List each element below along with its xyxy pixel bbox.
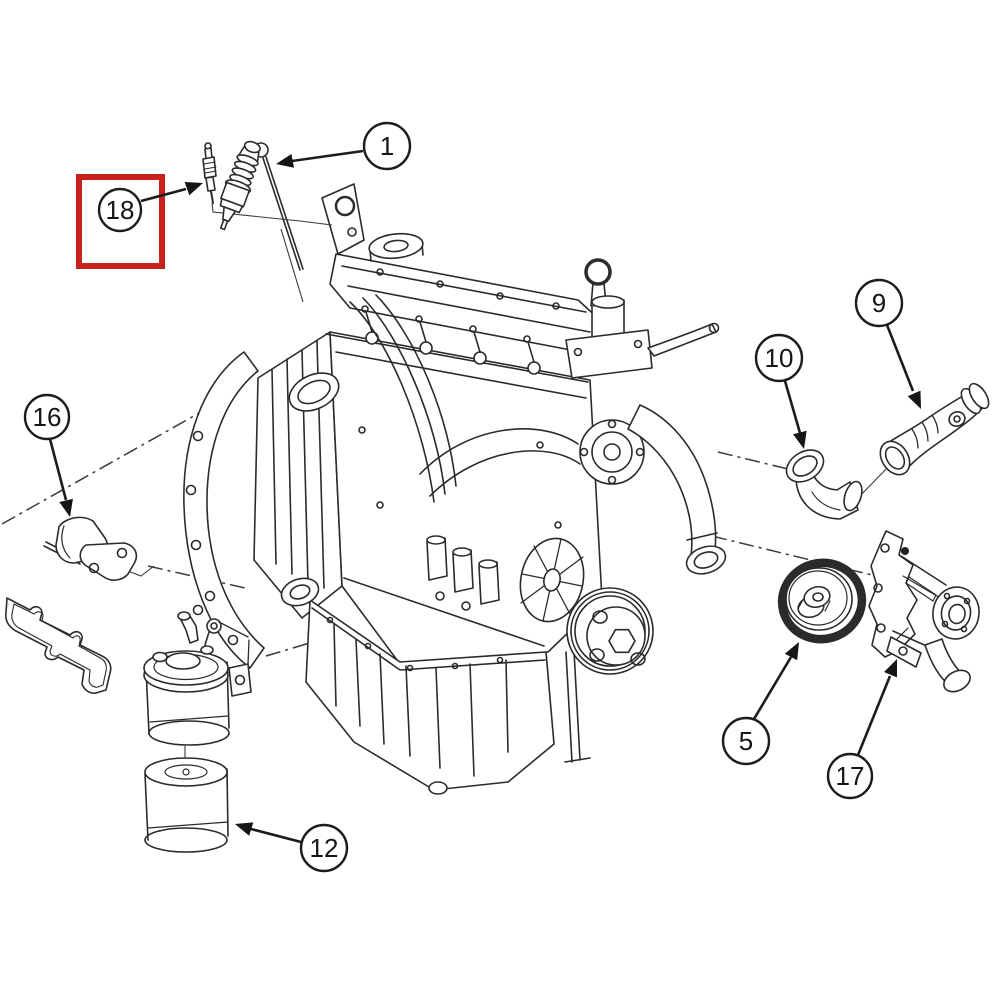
- callout-leader-line: [250, 827, 302, 844]
- callout-arrowhead: [276, 153, 294, 168]
- idler-gear: [519, 537, 585, 623]
- callout-10[interactable]: 10: [754, 333, 807, 449]
- callout-number: 16: [33, 402, 62, 432]
- part-fuel-injector: [219, 140, 261, 231]
- callout-1[interactable]: 1: [276, 121, 412, 171]
- callout-leader-line: [856, 675, 892, 756]
- part-water-pump: [868, 530, 980, 693]
- callout-number: 1: [380, 131, 394, 161]
- callout-5[interactable]: 5: [721, 642, 799, 766]
- callout-arrowhead: [184, 182, 203, 196]
- callout-number: 10: [765, 343, 794, 373]
- callout-9[interactable]: 9: [854, 278, 921, 409]
- part-gasket: [5, 597, 112, 694]
- crank-pulley: [566, 587, 654, 675]
- callout-number: 9: [872, 288, 886, 318]
- callout-leader-line: [752, 656, 793, 720]
- callout-leader-line: [783, 380, 802, 434]
- callout-16[interactable]: 16: [23, 393, 73, 517]
- callout-arrowhead: [793, 430, 807, 449]
- callout-circle[interactable]: [362, 121, 412, 171]
- callout-arrowhead: [59, 498, 73, 517]
- callout-17[interactable]: 17: [826, 659, 897, 800]
- callout-number: 12: [310, 833, 339, 863]
- callout-circle[interactable]: [299, 823, 349, 873]
- callout-number: 18: [106, 195, 135, 225]
- part-drive-gear: [777, 558, 867, 644]
- part-elbow-hose: [785, 449, 863, 520]
- callout-circle[interactable]: [854, 278, 904, 328]
- callout-leader-line: [140, 187, 187, 203]
- callout-leader-line: [291, 149, 364, 163]
- callout-number: 17: [836, 761, 865, 791]
- callout-circle[interactable]: [826, 752, 874, 800]
- callout-18[interactable]: 18: [76, 174, 203, 269]
- callout-arrowhead: [235, 822, 254, 836]
- callout-leader-line: [885, 324, 915, 392]
- callout-12[interactable]: 12: [235, 822, 349, 873]
- callout-circle[interactable]: [97, 187, 143, 233]
- callout-arrowhead: [784, 642, 799, 661]
- callout-number: 5: [739, 726, 753, 756]
- assembly-line: [717, 451, 793, 471]
- callout-arrowhead: [884, 659, 897, 678]
- callout-arrowhead: [907, 390, 921, 409]
- callout-circle[interactable]: [754, 333, 804, 383]
- part-water-hose: [879, 382, 990, 476]
- part-fuel-filter-element: [144, 757, 229, 853]
- injector-ports: [361, 305, 541, 375]
- part-glow-plug: [202, 142, 217, 204]
- callout-circle[interactable]: [721, 716, 771, 766]
- callout-layer: 1 18 9 10 16 5 17 12: [23, 121, 921, 873]
- highlight-box: [76, 174, 165, 269]
- injection-pump: [426, 535, 500, 611]
- part-fuel-filter-assembly: [143, 604, 252, 746]
- callout-circle[interactable]: [23, 393, 71, 441]
- part-leader-lines: [111, 202, 891, 780]
- callout-leader-line: [48, 438, 68, 501]
- part-engine-mount-bracket: [43, 516, 138, 581]
- engine-illustration: [183, 142, 727, 795]
